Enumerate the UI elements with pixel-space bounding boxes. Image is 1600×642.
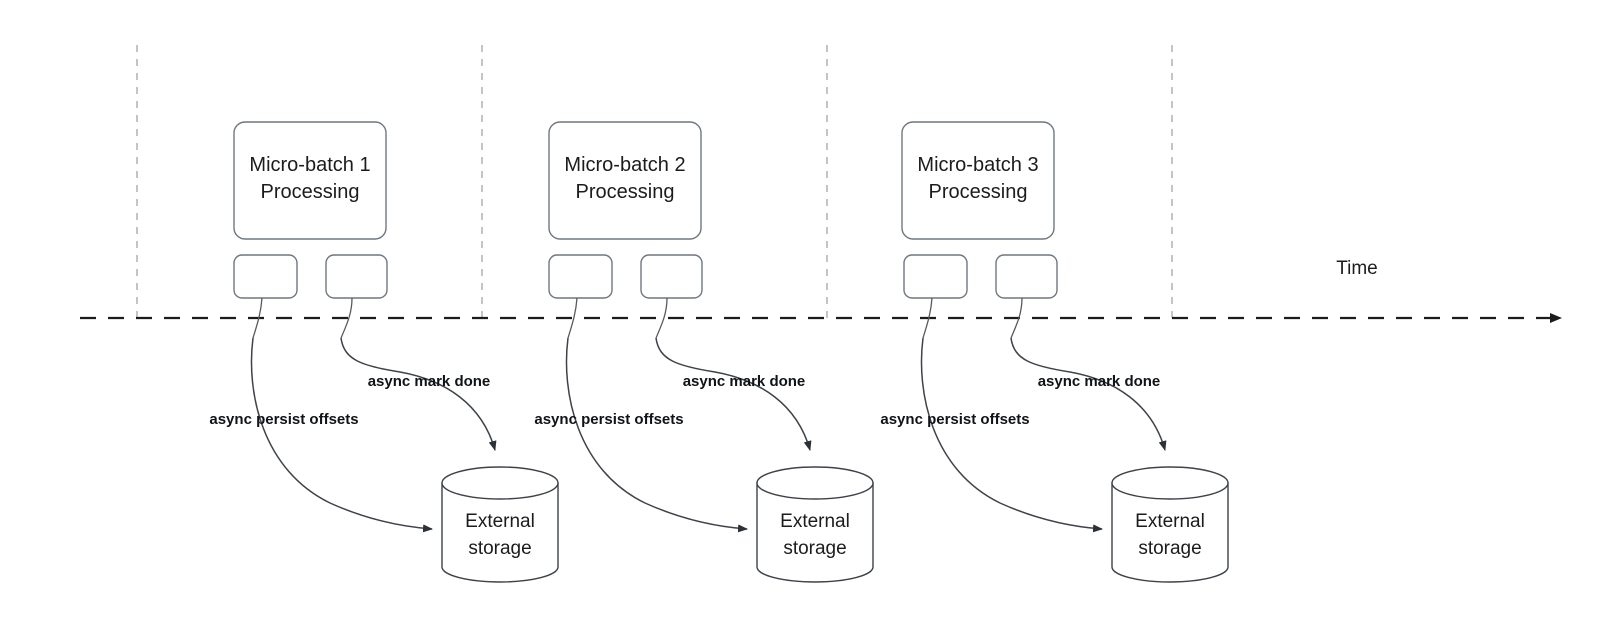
external-storage-2-line2: storage — [783, 538, 846, 559]
task-connector-3a — [922, 297, 933, 339]
task-connector-1a — [252, 297, 263, 339]
task-connector-1b — [340, 297, 353, 339]
process-box-3-line1: Micro-batch 3 — [917, 154, 1038, 176]
task-connector-2a — [567, 297, 578, 339]
persist-offsets-task-3[interactable] — [903, 254, 968, 299]
process-box-3-line2: Processing — [929, 181, 1028, 203]
persist-offsets-label-2: async persist offsets — [534, 411, 683, 428]
external-storage-1[interactable]: External storage — [441, 466, 559, 583]
external-storage-3[interactable]: External storage — [1111, 466, 1229, 583]
process-box-1[interactable] — [233, 121, 387, 240]
external-storage-3-line2: storage — [1138, 538, 1201, 559]
process-box-3[interactable] — [901, 121, 1055, 240]
time-axis-label: Time — [1336, 258, 1378, 279]
persist-offsets-flow-2 — [565, 337, 748, 533]
external-storage-2[interactable]: External storage — [756, 466, 874, 583]
process-box-2-line2: Processing — [576, 181, 675, 203]
persist-offsets-label-1: async persist offsets — [209, 411, 358, 428]
mark-done-flow-2 — [655, 337, 812, 451]
mark-done-task-2[interactable] — [640, 254, 703, 299]
micro-batch-group-3: Micro-batch 3 Processing External storag… — [880, 121, 1229, 583]
persist-offsets-task-2[interactable] — [548, 254, 613, 299]
mark-done-flow-3 — [1010, 337, 1167, 451]
process-box-1-line2: Processing — [261, 181, 360, 203]
process-box-2-line1: Micro-batch 2 — [564, 154, 685, 176]
mark-done-task-1[interactable] — [325, 254, 388, 299]
external-storage-3-line1: External — [1135, 511, 1205, 532]
mark-done-label-1: async mark done — [368, 373, 491, 390]
persist-offsets-flow-3 — [920, 337, 1103, 533]
micro-batch-group-1: Micro-batch 1 Processing External storag… — [209, 121, 559, 583]
persist-offsets-task-1[interactable] — [233, 254, 298, 299]
persist-offsets-flow-1 — [250, 337, 433, 533]
persist-offsets-label-3: async persist offsets — [880, 411, 1029, 428]
external-storage-1-line1: External — [465, 511, 535, 532]
micro-batch-group-2: Micro-batch 2 Processing External storag… — [534, 121, 874, 583]
task-connector-2b — [655, 297, 668, 339]
task-connector-3b — [1010, 297, 1023, 339]
process-box-2[interactable] — [548, 121, 702, 240]
external-storage-2-line1: External — [780, 511, 850, 532]
process-box-1-line1: Micro-batch 1 — [249, 154, 370, 176]
mark-done-task-3[interactable] — [995, 254, 1058, 299]
external-storage-1-line2: storage — [468, 538, 531, 559]
batch-boundary-lines — [136, 45, 1173, 320]
mark-done-flow-1 — [340, 337, 497, 451]
mark-done-label-2: async mark done — [683, 373, 806, 390]
mark-done-label-3: async mark done — [1038, 373, 1161, 390]
